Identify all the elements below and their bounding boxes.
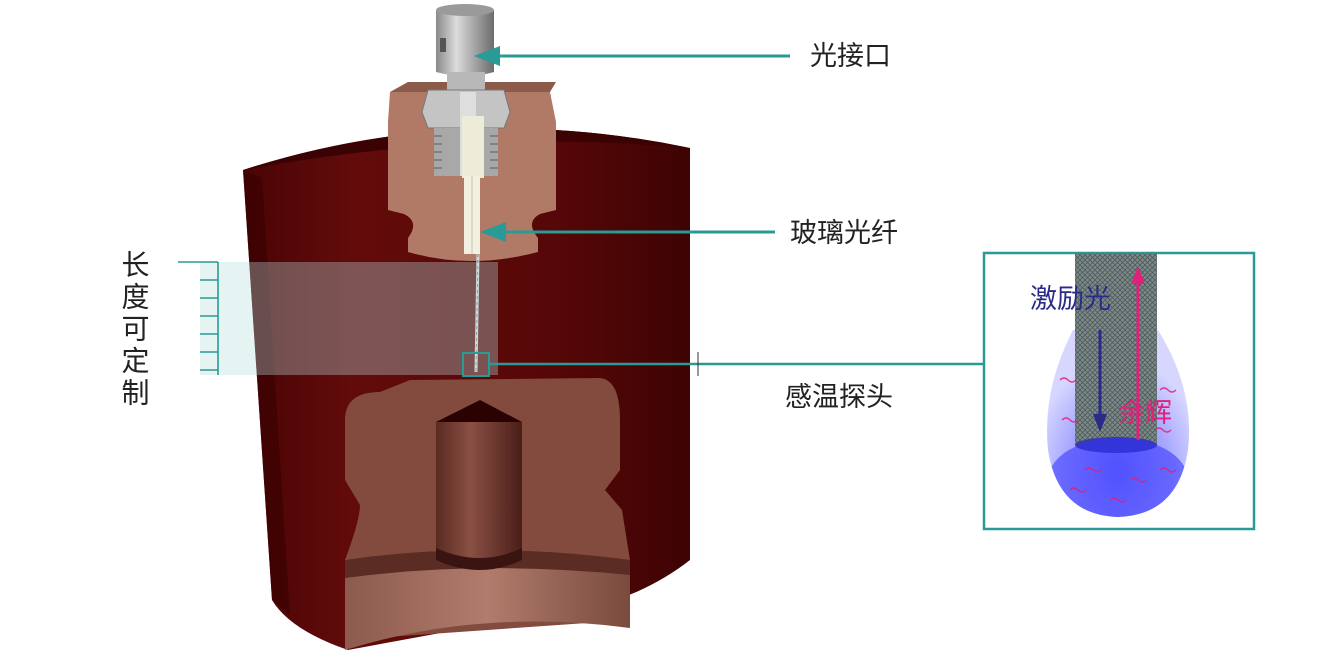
label-optical-interface: 光接口 xyxy=(810,41,891,72)
length-scale xyxy=(178,261,219,375)
probe-inset: 激励光 余辉 xyxy=(982,251,1256,531)
fiber-bundle xyxy=(1075,253,1157,445)
callout-optical-interface xyxy=(474,46,790,66)
optical-connector xyxy=(421,4,511,254)
label-glass-fiber: 玻璃光纤 xyxy=(790,218,898,249)
callout-sensing-probe xyxy=(462,352,984,377)
length-band xyxy=(200,262,498,375)
callout-glass-fiber xyxy=(480,222,775,242)
lower-cavity xyxy=(345,378,630,650)
label-sensing-probe: 感温探头 xyxy=(785,382,893,413)
label-customizable-length: 长度可定制 xyxy=(118,250,151,410)
label-excitation-light: 激励光 xyxy=(1030,284,1111,315)
label-afterglow: 余辉 xyxy=(1118,398,1172,429)
